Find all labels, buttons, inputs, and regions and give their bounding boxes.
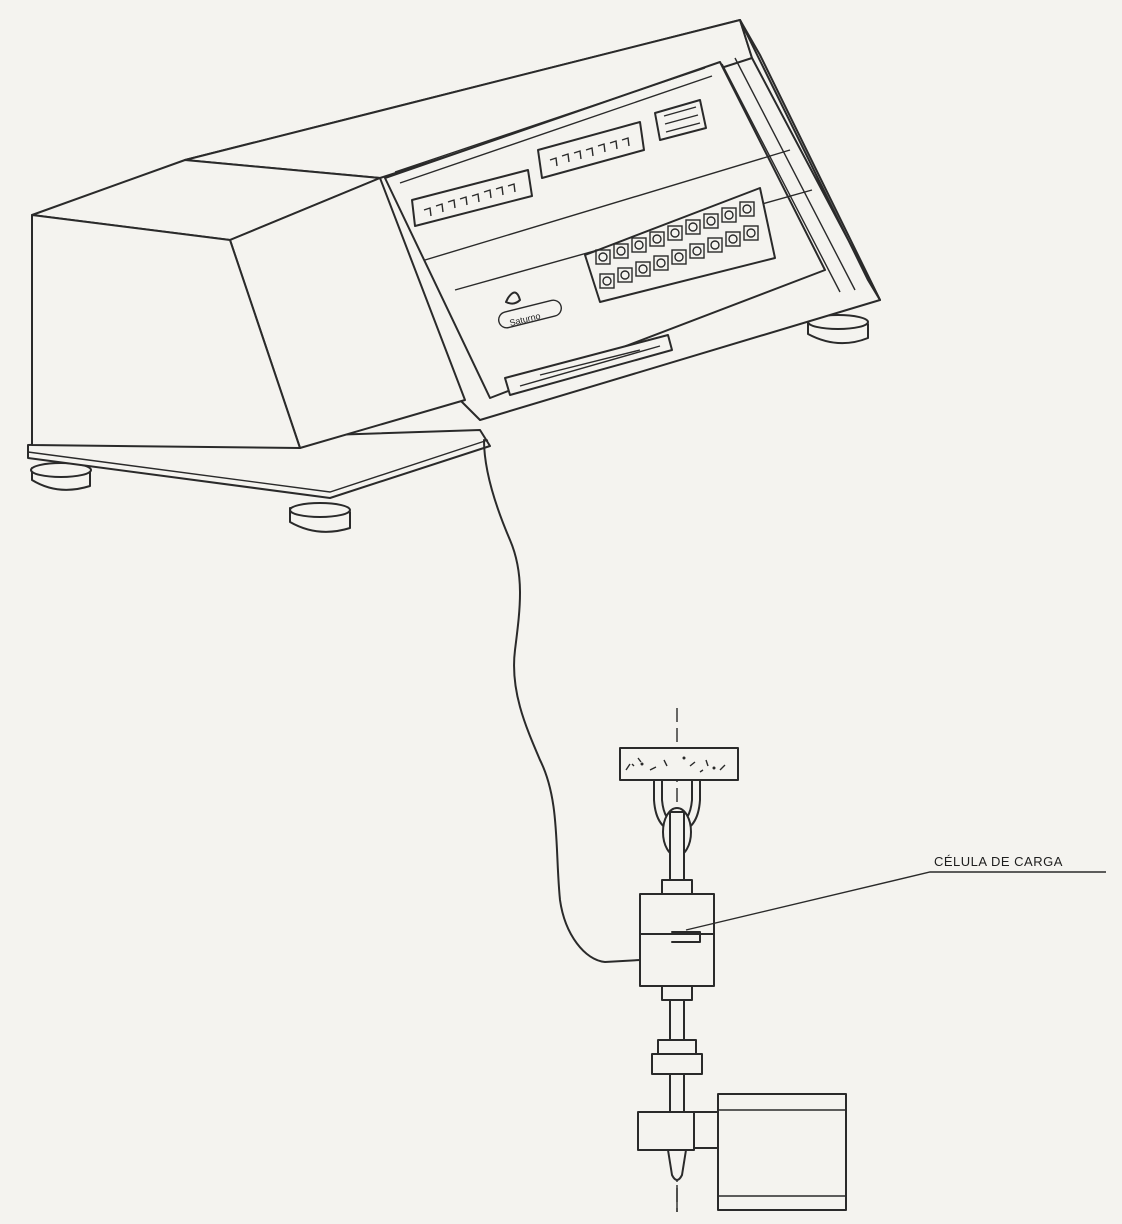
display-right <box>654 99 707 141</box>
support-beam <box>717 1093 847 1211</box>
load-cell-callout: CÉLULA DE CARGA <box>685 854 1106 931</box>
upper-rod <box>661 811 693 895</box>
display-left <box>411 169 533 227</box>
keypad-buttons <box>595 201 759 289</box>
load-cell <box>639 893 715 987</box>
device-end-cap <box>739 19 881 301</box>
keypad <box>584 187 776 303</box>
display-middle <box>537 121 645 179</box>
lower-rod <box>651 985 703 1115</box>
signal-cable <box>483 439 641 963</box>
device-cover-box <box>31 159 466 449</box>
indicator-device: Saturno <box>27 19 881 533</box>
device-slot <box>504 334 673 396</box>
ceiling-support <box>619 747 739 781</box>
callout-label: CÉLULA DE CARGA <box>934 854 1063 869</box>
load-cell-assembly <box>619 708 847 1212</box>
